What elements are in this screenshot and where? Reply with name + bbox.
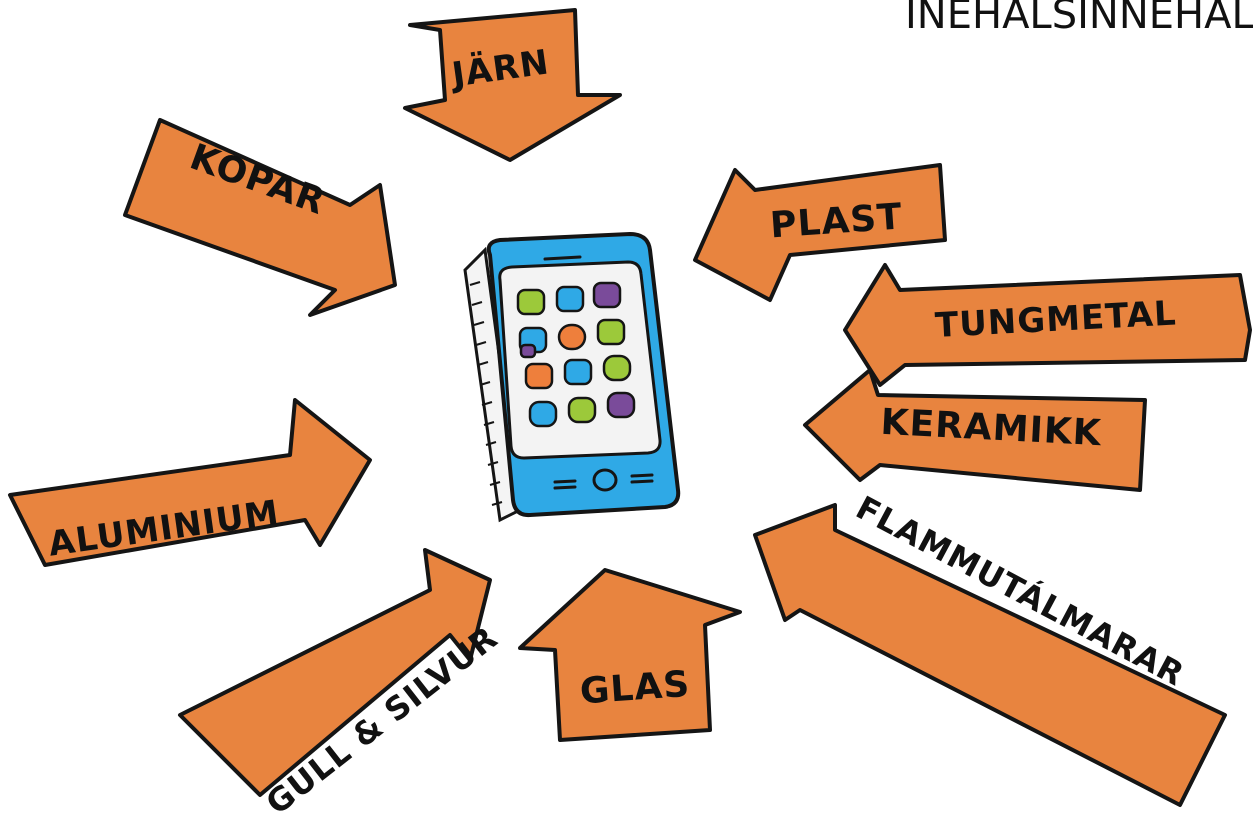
app-icon <box>516 288 546 316</box>
arrow-tungmetal: TUNGMETAL <box>843 263 1252 387</box>
arrow-flammutalmarar: FLAMMUTÁLMARAR <box>753 488 1227 807</box>
app-icon <box>563 358 593 386</box>
app-icon <box>519 343 537 359</box>
app-icon <box>555 285 585 313</box>
app-icon <box>528 400 558 428</box>
arrow-glas: GLAS <box>518 568 742 742</box>
arrow-jarn: JÄRN <box>403 8 622 162</box>
label-glas: GLAS <box>579 664 692 713</box>
app-icon <box>567 396 597 424</box>
smartphone-illustration <box>463 232 681 523</box>
arrow-gull-silvur: GULL & SILVUR <box>178 548 505 815</box>
arrow-kopar: KOPAR <box>123 118 397 317</box>
arrow-aluminium: ALUMINIUM <box>8 398 372 567</box>
app-icon <box>524 362 554 390</box>
app-icon <box>602 354 632 382</box>
app-icon <box>606 391 636 419</box>
phone-speaker <box>543 255 582 261</box>
back-button-icon <box>553 479 577 490</box>
app-icon <box>596 318 626 346</box>
app-icon <box>557 323 587 351</box>
app-icon-grid <box>516 281 636 428</box>
app-icon <box>592 281 622 309</box>
corner-title: INEHÅLSINNEHÅLL <box>905 0 1253 38</box>
home-button-icon <box>592 468 618 492</box>
menu-button-icon <box>630 473 654 484</box>
arrow-keramikk: KERAMIKK <box>803 368 1147 492</box>
phone-side-hatching <box>469 281 503 506</box>
arrow-plast: PLAST <box>693 163 947 302</box>
label-plast: PLAST <box>769 196 904 246</box>
phone-home-buttons <box>553 468 654 492</box>
